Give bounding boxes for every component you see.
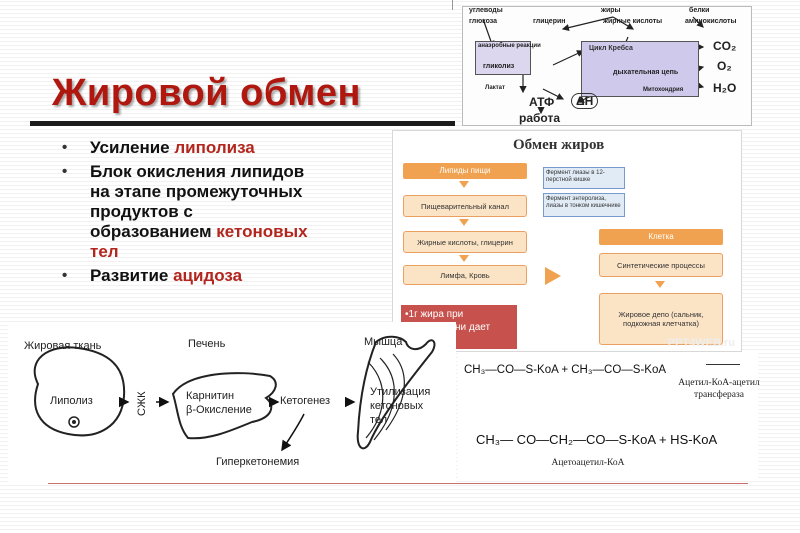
- bullet-dot-icon: •: [62, 163, 68, 180]
- label-o2: O₂: [717, 59, 732, 73]
- label-glucose: глюкоза: [469, 18, 498, 25]
- bullet-text: Развитие: [90, 266, 174, 285]
- watermark: PPT4WEB.ru: [667, 337, 735, 349]
- label-krebs: Цикл Кребса: [589, 45, 633, 52]
- slide-title: Жировой обмен: [52, 72, 361, 114]
- label-fatty-acids: жирные кислоты: [603, 18, 663, 25]
- label-atp: АТФ: [529, 95, 555, 109]
- label-ffa: СЖК: [136, 391, 148, 416]
- flowchart-title: Обмен жиров: [513, 137, 605, 153]
- ketogenesis-pathway: Жировая ткань Печень Мышца Липолиз СЖК К…: [8, 322, 456, 482]
- label-carbs: углеводы: [469, 7, 503, 14]
- label-proteins: белки: [689, 7, 710, 14]
- energy-note-line2: ни дает: [455, 322, 491, 333]
- enzyme-name-1: Ацетил-КоА-ацетил: [678, 378, 760, 388]
- arrow-right-icon: [545, 267, 561, 285]
- mitochondrion-box: [581, 41, 699, 97]
- reaction-product: CH₃— CO—CH₂—CO—S-KoA + HS-KoA: [476, 432, 718, 447]
- box-fatty-acids: Жирные кислоты, глицерин: [403, 231, 527, 253]
- title-underline: [30, 121, 455, 126]
- label-glycolysis: гликолиз: [483, 63, 515, 70]
- label-anaerobic: анаэробные реакции: [478, 43, 541, 49]
- bullet-highlight: кетоновых тел: [90, 222, 308, 261]
- fat-metabolism-flowchart: Обмен жиров Липиды пищи Пищеварительный …: [392, 130, 742, 352]
- label-utilization-2: кетоновых: [370, 400, 424, 412]
- label-beta-ox: β-Окисление: [186, 404, 252, 416]
- label-liver: Печень: [188, 338, 226, 350]
- enzyme-name-2: трансфераза: [694, 390, 744, 400]
- bullet-dot-icon: •: [62, 267, 68, 284]
- label-glycerol: глицерин: [533, 18, 566, 25]
- bullet-highlight: липолиза: [174, 138, 255, 157]
- label-resp-chain: дыхательная цепь: [613, 69, 679, 76]
- label-utilization: Утилизация: [370, 386, 431, 398]
- box-fat-depot: Жировое депо (сальник, подкожная клетчат…: [599, 293, 723, 345]
- label-utilization-3: тел: [370, 414, 388, 426]
- label-adipose: Жировая ткань: [24, 340, 102, 352]
- product-caption: Ацетоацетил-КоА: [551, 458, 625, 468]
- equilibrium-arrow-icon: [706, 364, 740, 365]
- arrow-down-icon: [459, 181, 469, 188]
- label-lactate: Лактат: [485, 85, 505, 91]
- arrow-down-icon: [655, 281, 665, 288]
- arrow-down-icon: [459, 219, 469, 226]
- arrow-down-icon: [459, 255, 469, 262]
- box-lymph-blood: Лимфа, Кровь: [403, 265, 527, 285]
- box-cell: Клетка: [599, 229, 723, 245]
- anaerobic-box: [475, 41, 531, 75]
- label-h2o: H₂O: [713, 81, 737, 95]
- box-digestive-canal: Пищеварительный канал: [403, 195, 527, 217]
- label-aminoacids: аминокислоты: [685, 18, 737, 25]
- label-lipolysis: Липолиз: [50, 395, 93, 407]
- reaction-reactants: CH₃—CO—S-KoA + CH₃—CO—S-KoA: [464, 364, 667, 376]
- bullet-list: • Усиление липолиза • Блок окисления лип…: [62, 138, 312, 290]
- energy-note-line1: •1г жира при: [405, 309, 464, 320]
- box-enzyme-intestine: Фермент энтеролиза, лиазы в тонком кишеч…: [543, 193, 625, 217]
- label-dh: ΔН: [571, 93, 599, 109]
- bullet-text: Усиление: [90, 138, 175, 157]
- label-work: работа: [519, 111, 560, 125]
- bullet-item: • Блок окисления липидов на этапе промеж…: [62, 162, 312, 262]
- label-co2: CO₂: [713, 39, 737, 53]
- label-fats: жиры: [601, 7, 621, 14]
- bullet-item: • Усиление липолиза: [62, 138, 312, 158]
- label-ketogenesis: Кетогенез: [280, 395, 331, 407]
- label-mito: Митохондрия: [643, 87, 684, 93]
- bullet-item: • Развитие ацидоза: [62, 266, 312, 286]
- metabolism-scheme: углеводы жиры белки глюкоза глицерин жир…: [462, 6, 752, 126]
- label-carnitine: Карнитин: [186, 390, 235, 402]
- bullet-dot-icon: •: [62, 139, 68, 156]
- box-enzyme-duodenum: Фермент лиазы в 12-перстной кишке: [543, 167, 625, 189]
- label-hyperketonemia: Гиперкетонемия: [216, 456, 300, 468]
- top-divider: [452, 0, 453, 10]
- pathway-drawing: [33, 335, 436, 452]
- bottom-divider: [48, 483, 748, 484]
- label-muscle: Мышца: [364, 336, 403, 348]
- box-synthesis: Синтетические процессы: [599, 253, 723, 277]
- acetoacetyl-reaction: CH₃—CO—S-KoA + CH₃—CO—S-KoA Ацетил-КоА-а…: [458, 352, 760, 480]
- bullet-text: Блок окисления липидов на этапе промежут…: [90, 162, 305, 241]
- box-dietary-lipids: Липиды пищи: [403, 163, 527, 179]
- bullet-highlight: ацидоза: [173, 266, 243, 285]
